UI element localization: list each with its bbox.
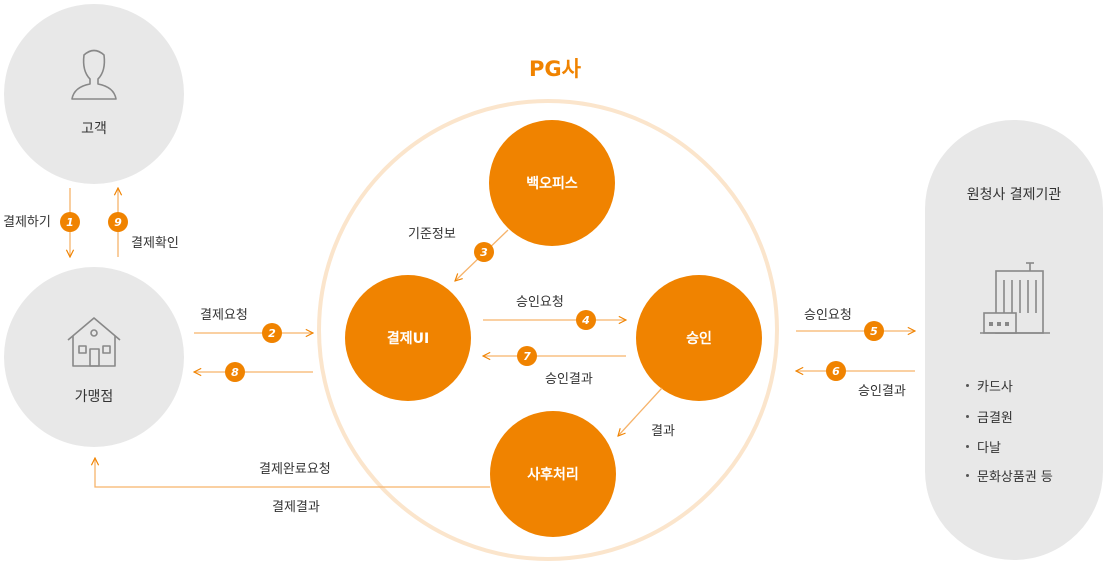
merchant-label: 가맹점 (75, 389, 114, 405)
step-badge-4: 4 (576, 310, 596, 330)
merchant-circle (4, 267, 184, 447)
arrow-result (618, 387, 663, 436)
step-badge-6: 6 (826, 361, 846, 381)
step-badge-8: 8 (225, 362, 245, 382)
bullet-dot (966, 415, 969, 418)
step-badge-2: 2 (262, 323, 282, 343)
payment-ui-label: 결제UI (387, 330, 429, 347)
svg-text:7: 7 (523, 350, 531, 363)
step-badge-9: 9 (108, 212, 128, 232)
label-base-info: 기준정보 (408, 227, 456, 242)
institution-item: 금결원 (966, 407, 1013, 426)
svg-text:5: 5 (870, 325, 878, 338)
svg-text:8: 8 (231, 366, 239, 379)
institution-item: 카드사 (966, 376, 1013, 395)
label-ext-approval-result: 승인결과 (858, 384, 906, 399)
bullet-dot (966, 474, 969, 477)
step-badge-1: 1 (60, 212, 80, 232)
post-process-node (490, 411, 616, 537)
svg-text:1: 1 (66, 216, 74, 229)
svg-text:2: 2 (268, 327, 276, 340)
svg-text:9: 9 (114, 216, 122, 229)
person-icon (71, 49, 117, 100)
house-icon (67, 317, 121, 367)
label-result: 결과 (651, 424, 675, 439)
svg-text:6: 6 (832, 365, 840, 378)
label-payment-result: 결제결과 (272, 500, 320, 515)
customer-circle (4, 4, 184, 184)
svg-text:4: 4 (581, 314, 590, 327)
step-badge-5: 5 (864, 321, 884, 341)
institution-item: 문화상품권 등 (966, 466, 1053, 485)
label-pay-confirm: 결제확인 (131, 236, 179, 251)
bullet-dot (966, 445, 969, 448)
backoffice-node (489, 120, 615, 246)
step-badge-3: 3 (474, 242, 494, 262)
institution-item: 다날 (966, 437, 1001, 456)
bullet-dot (966, 384, 969, 387)
customer-label: 고객 (81, 121, 107, 137)
building-windows (989, 322, 1009, 326)
label-approval-result: 승인결과 (545, 372, 593, 387)
label-ext-approval-request: 승인요청 (804, 308, 852, 323)
backoffice-label: 백오피스 (526, 176, 578, 192)
label-completion-request: 결제완료요청 (259, 462, 331, 477)
arrow-completion (95, 458, 490, 488)
payment-ui-node (345, 275, 471, 401)
pg-title: PG사 (529, 57, 582, 81)
post-process-label: 사후처리 (527, 467, 579, 483)
step-badge-7: 7 (517, 346, 537, 366)
approval-label: 승인 (686, 330, 712, 347)
label-approval-request: 승인요청 (516, 295, 564, 310)
approval-node (636, 275, 762, 401)
institution-title: 원청사 결제기관 (967, 187, 1062, 203)
label-pay: 결제하기 (3, 215, 51, 230)
institution-panel (925, 120, 1103, 560)
pg-ring (317, 99, 779, 561)
svg-text:3: 3 (480, 246, 488, 259)
label-pay-request: 결제요청 (200, 308, 248, 323)
